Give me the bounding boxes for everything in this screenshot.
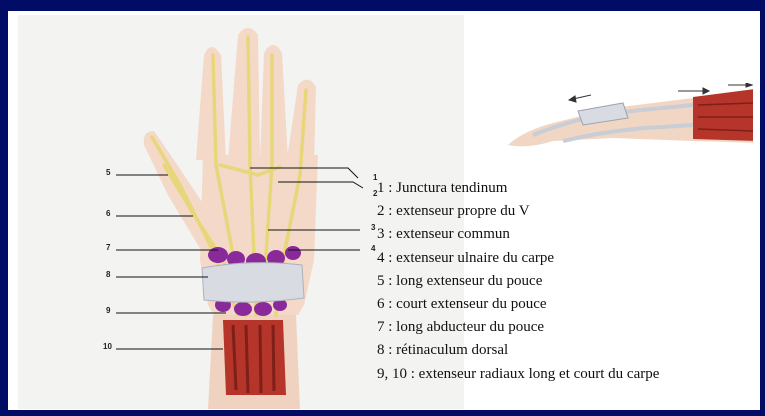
legend-item-4: 4 : extenseur ulnaire du carpe [377, 247, 760, 270]
legend-item-8: 8 : rétinaculum dorsal [377, 339, 760, 362]
legend-item-6: 6 : court extenseur du pouce [377, 293, 760, 316]
dorsal-retinaculum [202, 263, 304, 302]
marker-6: 6 [106, 209, 110, 218]
legend-item-2: 2 : extenseur propre du V [377, 200, 760, 223]
index-finger [196, 47, 226, 160]
legend-item-3: 3 : extenseur commun [377, 223, 760, 246]
marker-9: 9 [106, 306, 110, 315]
marker-3: 3 [371, 223, 375, 232]
finger-lateral-illustration [503, 83, 753, 158]
finger-lateral-drawing [503, 83, 753, 153]
lateral-muscle [693, 89, 753, 141]
slide: 5 6 7 8 9 10 1 2 3 4 [8, 11, 760, 410]
middle-finger [228, 28, 260, 160]
legend-item-5: 5 : long extenseur du pouce [377, 270, 760, 293]
legend-item-1: 1 : Junctura tendinum [377, 177, 760, 200]
marker-7: 7 [106, 243, 110, 252]
marker-10: 10 [103, 342, 112, 351]
legend: 1 : Junctura tendinum 2 : extenseur prop… [377, 177, 760, 386]
marker-5: 5 [106, 168, 110, 177]
ring-finger [260, 45, 288, 160]
legend-item-7: 7 : long abducteur du pouce [377, 316, 760, 339]
marker-8: 8 [106, 270, 110, 279]
marker-4: 4 [371, 244, 375, 253]
legend-item-9-10: 9, 10 : extenseur radiaux long et court … [377, 363, 760, 386]
